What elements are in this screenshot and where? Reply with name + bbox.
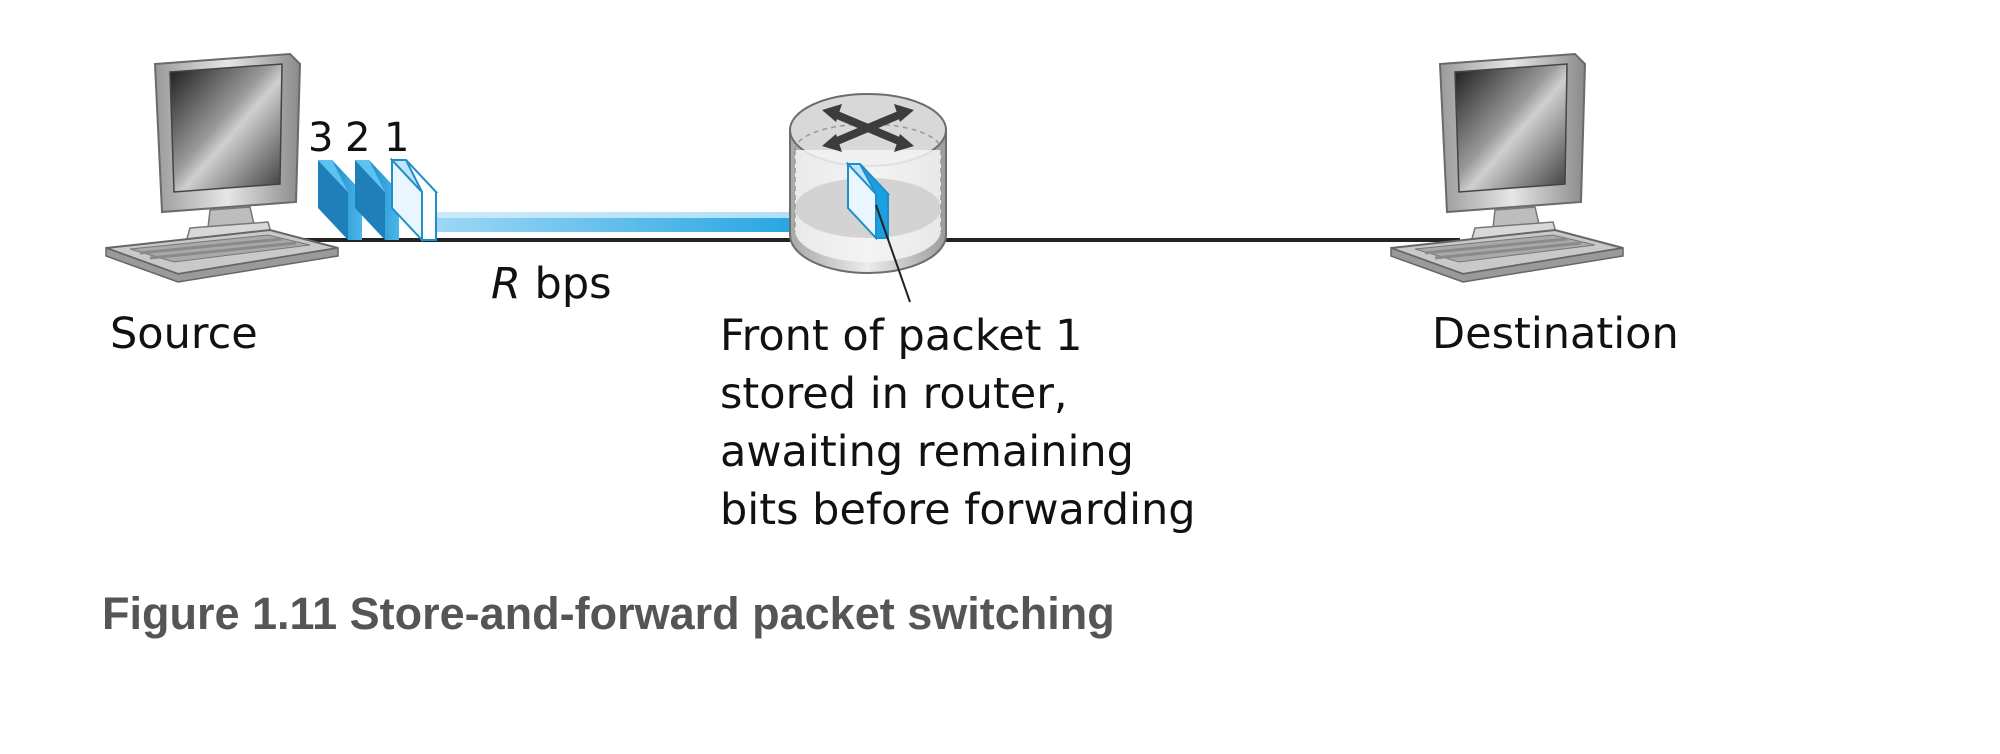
link-rate-variable: R [491, 259, 521, 309]
packet-number-1: 1 [384, 115, 409, 161]
source-label: Source [110, 309, 258, 359]
router-note-line-4: bits before forwarding [720, 485, 1196, 535]
router-note: Front of packet 1 stored in router, awai… [720, 311, 1196, 535]
destination-label: Destination [1432, 309, 1679, 359]
source-computer-icon [104, 52, 340, 284]
router-note-line-2: stored in router, [720, 369, 1068, 419]
destination-computer-icon [1389, 52, 1625, 284]
packet-number-2: 2 [345, 115, 370, 161]
note-leader-line [875, 204, 911, 303]
router-note-line-3: awaiting remaining [720, 427, 1134, 477]
router-note-line-1: Front of packet 1 [720, 311, 1083, 361]
link-rate-unit: bps [521, 259, 612, 309]
packet-1-icon [389, 157, 439, 243]
router-icon [789, 93, 947, 274]
packet-3-icon [318, 160, 362, 240]
figure-caption: Figure 1.11 Store-and-forward packet swi… [102, 588, 1115, 639]
packet-number-3: 3 [308, 115, 333, 161]
link-rate-label: R bps [491, 259, 612, 309]
packet-2-icon [355, 160, 399, 240]
